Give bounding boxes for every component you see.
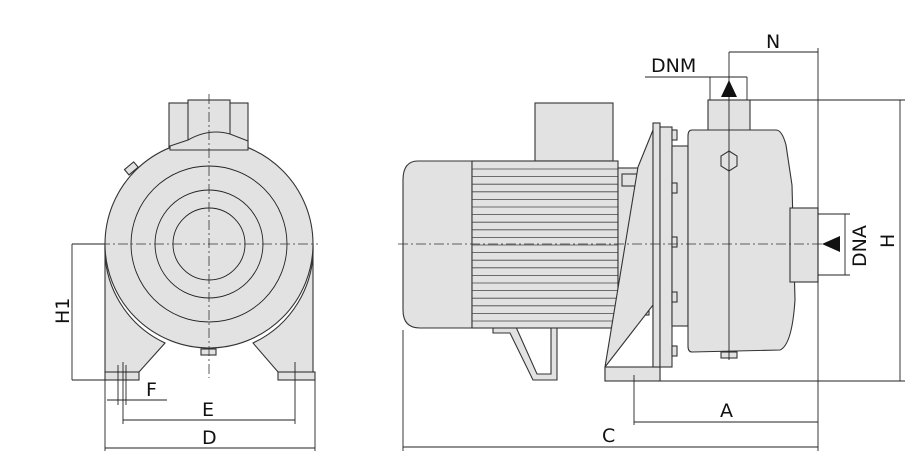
cooling-fins — [472, 168, 618, 322]
suction-arrow-icon — [822, 236, 840, 252]
casing-bolt-tabs — [671, 129, 678, 357]
fan-cover — [402, 160, 473, 329]
front-view: H1 F E D — [52, 94, 318, 451]
motor-body — [471, 160, 619, 329]
flange-plate-inner — [659, 126, 673, 368]
right-foot — [277, 371, 316, 381]
discharge-arrow-icon — [721, 80, 737, 97]
bolt-tab — [671, 236, 678, 248]
bolt-tab — [671, 129, 678, 141]
dimension-n-label: N — [766, 31, 780, 53]
dimension-c-label: C — [602, 425, 615, 447]
bolt-tab — [671, 345, 678, 357]
dimension-h-label: H — [877, 234, 899, 248]
dimension-a-label: A — [720, 400, 733, 422]
vent-plug — [123, 161, 139, 176]
right-foot-support — [252, 243, 314, 373]
pump-casing — [687, 129, 796, 353]
dimension-d-label: D — [202, 427, 217, 449]
drain-plug — [200, 348, 217, 356]
dimension-f-label: F — [146, 379, 157, 401]
dimension-dnm-label: DNM — [651, 55, 696, 77]
flange-plate — [652, 122, 661, 368]
dimension-h1-label: H1 — [52, 298, 74, 324]
dimension-e-label: E — [202, 399, 214, 421]
side-view: N DNM DNA H A C — [398, 31, 905, 451]
terminal-box — [534, 102, 614, 162]
dimension-dna-label: DNA — [849, 225, 871, 267]
bracket-foot — [604, 366, 661, 382]
suction-nozzle — [789, 207, 819, 283]
bolt-tab — [671, 291, 678, 303]
left-foot-support — [104, 243, 166, 373]
bolt-tab — [671, 182, 678, 194]
motor-foot — [492, 326, 558, 381]
left-foot — [104, 371, 140, 381]
